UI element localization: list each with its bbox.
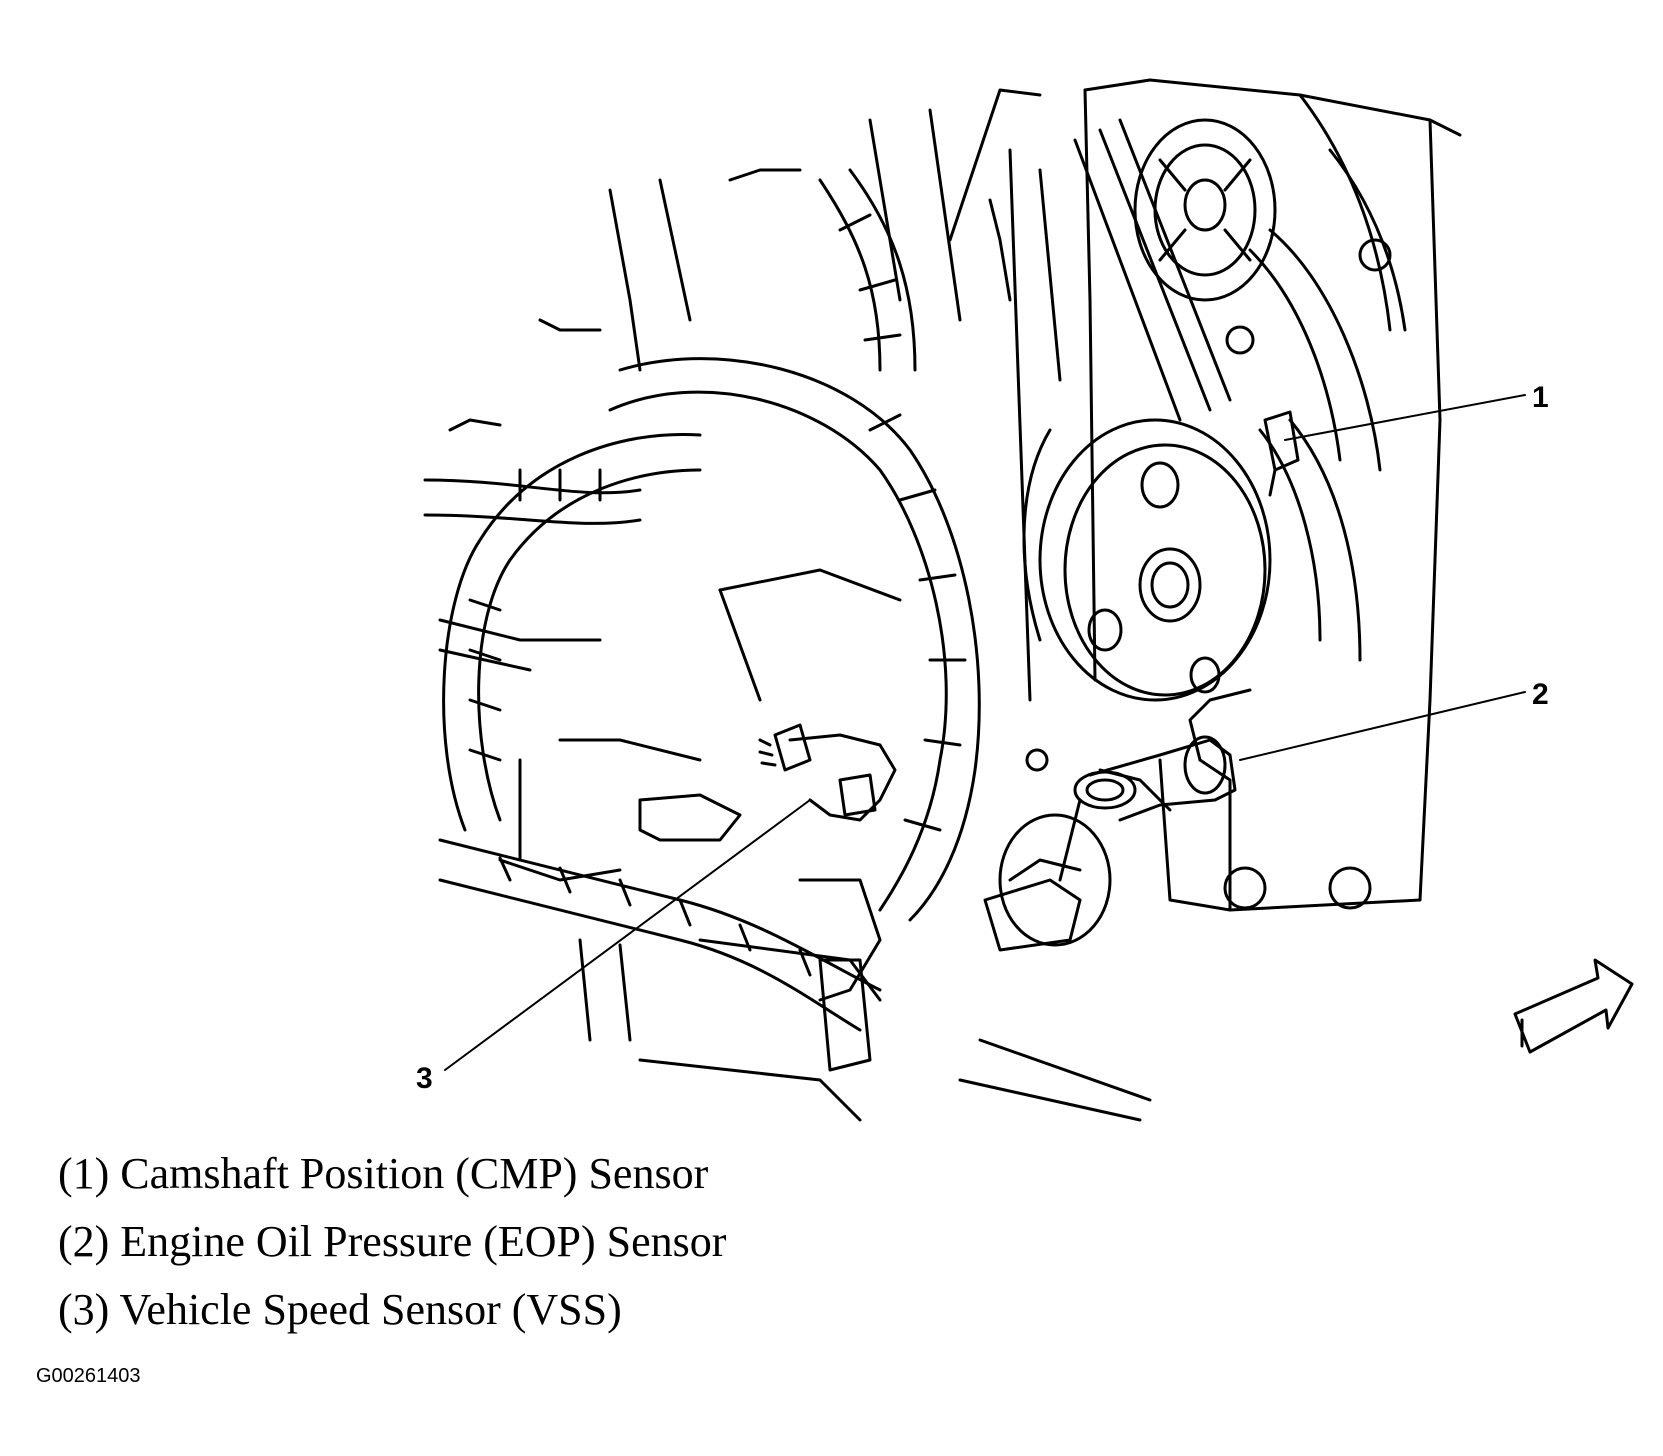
legend-item-eop: (2) Engine Oil Pressure (EOP) Sensor	[58, 1217, 727, 1266]
leader-line-1	[1284, 394, 1526, 441]
engine-block	[438, 78, 1462, 1122]
leader-line-2	[1239, 691, 1526, 761]
wiring-harness	[423, 168, 981, 1042]
main-pulley	[1022, 418, 1272, 702]
legend-item-cmp: (1) Camshaft Position (CMP) Sensor	[58, 1149, 709, 1198]
cmp-sensor	[1263, 410, 1300, 497]
leader-line-3	[444, 799, 811, 1071]
upper-pulley	[1133, 118, 1392, 355]
callout-3: 3	[416, 1062, 433, 1095]
forward-arrow-icon	[1513, 958, 1634, 1054]
figure-id: G00261403	[36, 1365, 141, 1387]
leader-lines	[444, 394, 1526, 1071]
callout-2: 2	[1532, 678, 1549, 711]
drive-belt	[1038, 118, 1232, 422]
vss-sensor	[638, 723, 1112, 1072]
callout-1: 1	[1532, 381, 1549, 414]
legend-item-vss: (3) Vehicle Speed Sensor (VSS)	[58, 1285, 622, 1334]
